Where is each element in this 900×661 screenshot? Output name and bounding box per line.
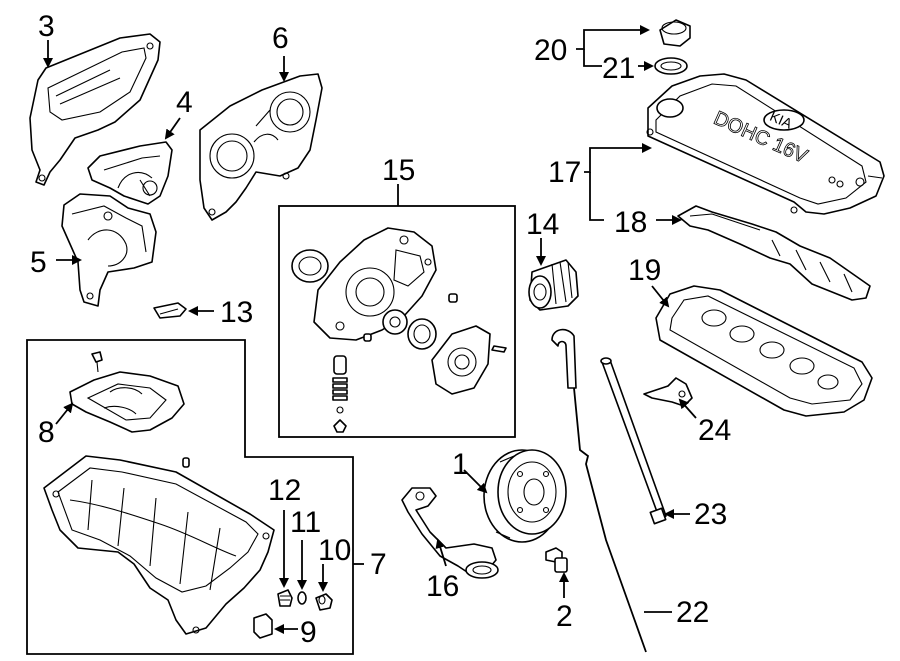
oil-pan-baffle <box>69 351 185 433</box>
callout-16: 16 <box>426 570 459 603</box>
valve-cover-gasket <box>655 285 873 417</box>
oil-pickup-tube <box>401 487 499 579</box>
callout-6: 6 <box>272 22 289 55</box>
oil-cap-gasket <box>654 57 688 75</box>
callout-12: 12 <box>268 474 301 507</box>
callout-18: 18 <box>614 206 647 239</box>
timing-bracket-small <box>153 302 187 319</box>
upper-timing-cover <box>29 33 161 186</box>
oil-pan-group-box <box>26 339 354 655</box>
callout-labels: 3 4 5 6 13 15 14 20 21 17 18 19 24 23 22… <box>30 10 731 649</box>
drain-plug-gasket-9 <box>253 613 273 639</box>
callout-2: 2 <box>556 600 573 633</box>
oil-pan <box>43 455 275 635</box>
callout-9: 9 <box>300 616 317 649</box>
valve-cover-baffle <box>677 205 871 301</box>
timing-belt-rear-cover <box>199 73 323 221</box>
oil-dipstick <box>551 328 647 653</box>
callout-4: 4 <box>176 86 193 119</box>
dipstick-bracket <box>643 377 693 407</box>
dipstick-tube <box>600 357 667 525</box>
callout-21: 21 <box>602 52 635 85</box>
drain-plug-12 <box>277 589 293 607</box>
oil-filler-cap <box>659 19 691 47</box>
callout-20: 20 <box>534 34 567 67</box>
callout-1: 1 <box>452 448 469 481</box>
callout-17: 17 <box>548 156 581 189</box>
callout-13: 13 <box>220 296 253 329</box>
callout-15: 15 <box>382 154 415 187</box>
callout-19: 19 <box>628 254 661 287</box>
valve-cover: KIA DOHC 16V <box>646 73 885 215</box>
callout-22: 22 <box>676 596 709 629</box>
callout-11: 11 <box>290 506 321 539</box>
leader-lines <box>43 25 697 634</box>
callout-10: 10 <box>318 534 351 567</box>
washer-11 <box>297 591 307 605</box>
pulley-bolt <box>545 547 568 573</box>
plug-10 <box>315 593 333 611</box>
callout-8: 8 <box>38 416 55 449</box>
timing-cover-inner <box>87 141 173 205</box>
callout-5: 5 <box>30 246 47 279</box>
callout-24: 24 <box>698 414 731 447</box>
lower-timing-cover <box>61 193 157 307</box>
oil-pump-assembly <box>291 227 507 433</box>
oil-pump-group-box <box>278 205 516 438</box>
callout-14: 14 <box>526 208 559 241</box>
callout-3: 3 <box>38 10 55 43</box>
callout-23: 23 <box>694 498 727 531</box>
callout-7: 7 <box>370 548 387 581</box>
oil-filter <box>528 259 579 311</box>
crankshaft-pulley <box>483 449 567 543</box>
